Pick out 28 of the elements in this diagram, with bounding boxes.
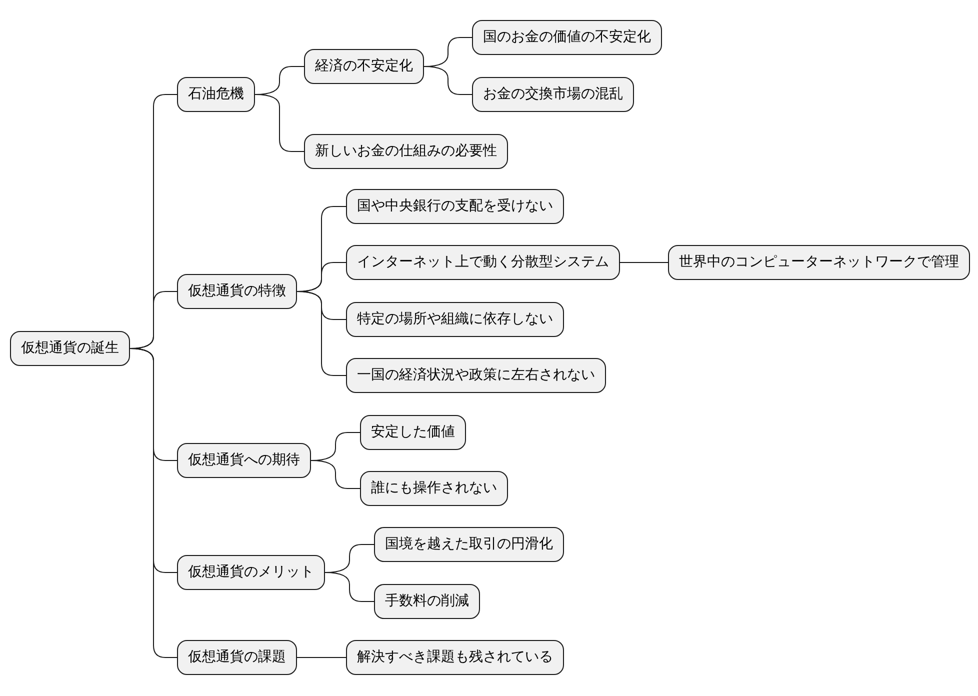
connector-line [324, 572, 374, 602]
topic-box: 仮想通貨への期待 [177, 443, 311, 478]
connector-line [620, 262, 668, 263]
topic-box: 新しいお金の仕組みの必要性 [304, 134, 508, 169]
connector-line [424, 66, 472, 95]
connector-line [310, 460, 360, 489]
topic-box: 特定の場所や組織に依存しない [346, 302, 564, 337]
topic-box: 国のお金の価値の不安定化 [472, 20, 662, 55]
topic-box: 解決すべき課題も残されている [346, 640, 564, 675]
topic-box: 誰にも操作されない [360, 471, 508, 506]
connector-line [254, 94, 304, 152]
topic-box: 国や中央銀行の支配を受けない [346, 189, 564, 224]
connector-line [296, 657, 346, 658]
topic-box: お金の交換市場の混乱 [472, 77, 634, 112]
topic-box: 経済の不安定化 [304, 49, 424, 84]
topic-box: 仮想通貨のメリット [177, 555, 325, 590]
topic-box: 一国の経済状況や政策に左右されない [346, 358, 606, 393]
topic-box: 安定した価値 [360, 415, 466, 450]
connector-line [130, 348, 178, 658]
topic-box: 石油危機 [177, 77, 255, 112]
topic-box: 国境を越えた取引の円滑化 [374, 527, 564, 562]
topic-box: インターネット上で動く分散型システム [346, 245, 620, 280]
topic-box: 世界中のコンピューターネットワークで管理 [668, 245, 970, 280]
connector-line [296, 291, 346, 376]
topic-box: 仮想通貨の課題 [177, 640, 297, 675]
topic-box: 仮想通貨の特徴 [177, 274, 297, 309]
topic-box: 仮想通貨の誕生 [10, 331, 130, 366]
topic-box: 手数料の削減 [374, 584, 480, 619]
